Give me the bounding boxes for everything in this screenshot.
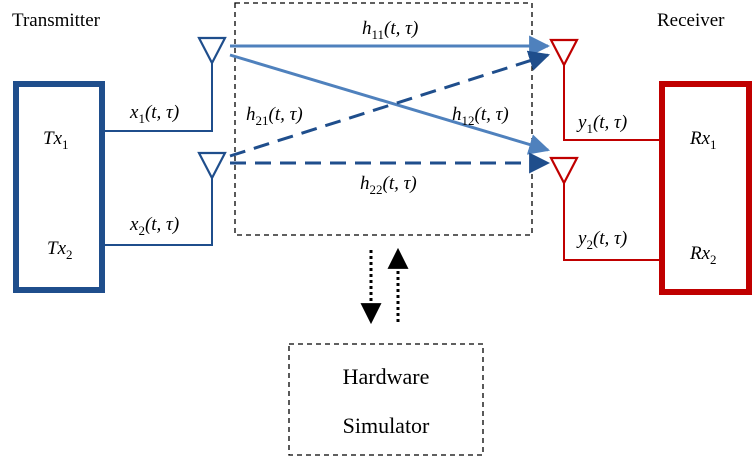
tx-port-2: Tx2 [47,238,73,262]
rx-port-2: Rx2 [689,243,717,267]
tx-port-1: Tx1 [43,128,69,152]
hardware-simulator-box [288,343,484,456]
rx-signal-2: y2(t, τ) [576,228,627,252]
transmitter-title: Transmitter [12,10,101,31]
rx-signal-1: y1(t, τ) [576,112,627,136]
channel-h12-label: h12(t, τ) [452,104,509,128]
channel-region [234,2,533,236]
simulator-line-2: Simulator [343,413,430,438]
channel-h21-arrow [229,50,551,158]
channel-h22-label: h22(t, τ) [360,173,417,197]
tx-antenna-1-icon [197,36,227,66]
receiver-block [659,81,752,295]
rx1-feed-line [563,65,662,141]
rx-port-1: Rx1 [689,128,717,152]
rx2-feed-line [563,183,662,261]
receiver-title: Receiver [657,10,725,31]
tx1-feed-line [102,63,213,132]
rx-antenna-1-icon [549,38,579,68]
simulator-line-1: Hardware [343,364,430,389]
channel-h12-arrow [229,53,551,155]
channel-h21-label: h21(t, τ) [246,104,303,128]
tx-antenna-2-icon [197,151,227,181]
tx2-feed-line [102,178,213,246]
tx-signal-1: x1(t, τ) [129,102,179,126]
transmitter-block [13,81,105,293]
tx-signal-2: x2(t, τ) [129,214,179,238]
rx-antenna-2-icon [549,156,579,186]
channel-h11-label: h11(t, τ) [362,18,418,42]
